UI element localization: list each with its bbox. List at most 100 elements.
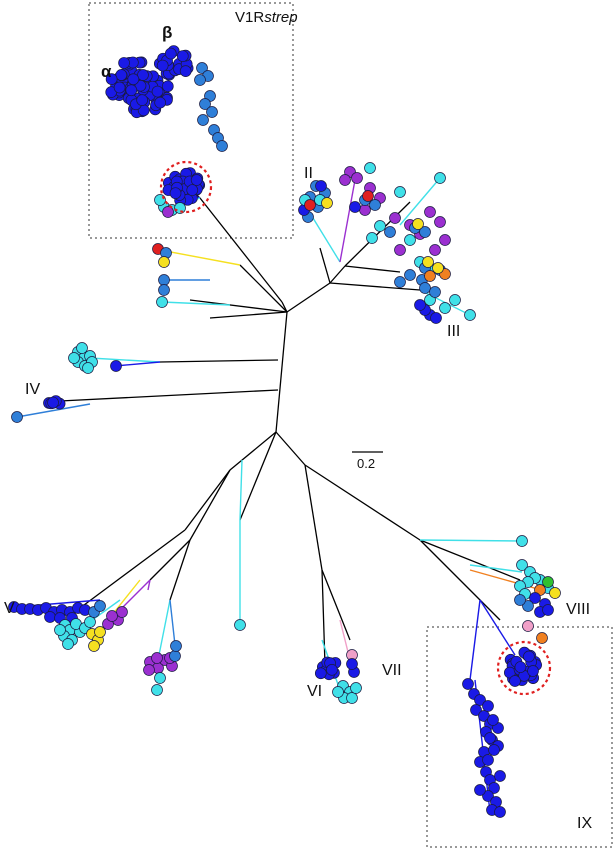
leaf-node-clade-ii bbox=[339, 174, 351, 186]
leaf-node-clade-v bbox=[170, 640, 182, 652]
leaf-node-clade-v bbox=[143, 664, 155, 676]
leaf-node-clade-ix bbox=[488, 782, 500, 794]
leaf-node-clade-ix bbox=[470, 704, 482, 716]
leaf-node-clade-v bbox=[116, 606, 128, 618]
leaf-node-beta-light bbox=[196, 62, 208, 74]
leaf-node-clade-vi bbox=[332, 686, 344, 698]
leaf-node-clade-ix bbox=[474, 694, 486, 706]
leaf-node-clade-v bbox=[94, 600, 106, 612]
leaf-node-clade-v bbox=[154, 672, 166, 684]
leaf-node-clade-v bbox=[169, 650, 181, 662]
leaf-node-highlight-ix bbox=[514, 661, 527, 673]
leaf-node-clade-iv bbox=[76, 342, 88, 354]
leaf-node-clade-v bbox=[151, 684, 163, 696]
leaf-node-clade-iv bbox=[110, 360, 122, 372]
leaf-node-clade-vi bbox=[326, 664, 338, 676]
leaf-node-clade-ii bbox=[315, 180, 327, 192]
leaf-node-cyan bbox=[174, 202, 186, 214]
clade-label-iii: III bbox=[447, 323, 460, 340]
leaf-node-clade-viii bbox=[542, 604, 554, 616]
leaf-node-clade-ix bbox=[462, 678, 474, 690]
leaf-node-clade-vii bbox=[346, 658, 358, 670]
leaf-node-beta-light bbox=[199, 98, 211, 110]
leaf-node-clade-ii bbox=[419, 226, 431, 238]
clade-label-viii: VIII bbox=[566, 601, 590, 618]
leaf-node-clade-ii bbox=[434, 216, 446, 228]
leaf-node-beta bbox=[176, 50, 189, 62]
subfamily-label-alpha: α bbox=[101, 62, 112, 81]
leaf-node-clade-vi bbox=[314, 667, 327, 680]
leaf-node-alpha bbox=[118, 57, 130, 69]
leaf-node-clade-iii bbox=[430, 312, 442, 324]
leaf-node-clade-ii bbox=[412, 218, 424, 230]
leaf-node-clade-v bbox=[88, 640, 100, 652]
leaf-node-clade-iii bbox=[424, 270, 436, 282]
leaf-branches bbox=[14, 177, 553, 813]
inset-box-v1rstrep bbox=[88, 2, 294, 239]
clade-label-ii: II bbox=[304, 165, 313, 182]
leaf-node-clade-ii bbox=[359, 204, 371, 216]
leaf-node-clade-ii bbox=[304, 199, 316, 211]
leaf-node-alpha bbox=[136, 94, 148, 106]
leaf-node-clade-ii bbox=[349, 201, 361, 213]
leaf-node-clade-iii bbox=[419, 282, 431, 294]
leaf-node-clade-ii bbox=[394, 186, 406, 198]
leaf-node-clade-ii bbox=[369, 199, 381, 211]
subfamily-label-beta: β bbox=[162, 23, 172, 42]
leaf-node-blue bbox=[158, 284, 170, 296]
leaf-node-clade-ii bbox=[404, 234, 416, 246]
highlight-circle-ix bbox=[496, 640, 552, 696]
leaf-node-beta-light bbox=[216, 140, 228, 152]
leaf-node-clade-iii bbox=[429, 286, 441, 298]
leaf-node-clade-viii bbox=[522, 600, 534, 612]
scale-bar-label: 0.2 bbox=[357, 456, 375, 471]
leaf-node-blue bbox=[158, 274, 170, 286]
leaf-node-beta bbox=[164, 47, 177, 60]
leaf-node-clade-v bbox=[84, 616, 96, 628]
leaf-node-clade-viii bbox=[516, 535, 528, 547]
leaf-node-alpha bbox=[154, 96, 166, 109]
highlight-circle-top bbox=[159, 160, 213, 214]
leaf-node-clade-ii bbox=[429, 244, 441, 256]
leaf-node-clade-ii bbox=[389, 212, 401, 224]
leaf-node-clade-v bbox=[94, 626, 106, 638]
leaf-node-clade-ix bbox=[482, 790, 494, 802]
leaf-node-clade-iii bbox=[439, 302, 451, 314]
leaf-node-clade-ix bbox=[487, 714, 499, 726]
leaf-nodes bbox=[8, 45, 561, 818]
leaf-node-clade-ix bbox=[494, 806, 506, 818]
leaf-node-cyan bbox=[156, 296, 168, 308]
leaf-node-beta bbox=[156, 59, 169, 72]
leaf-node-beta-light bbox=[194, 74, 206, 86]
leaf-node-clade-vi bbox=[346, 692, 358, 704]
leaf-node-beta-light bbox=[206, 106, 218, 118]
leaf-node-clade-ii bbox=[362, 190, 374, 202]
leaf-node-beta bbox=[179, 65, 192, 77]
leaf-node-highlight-ix bbox=[523, 650, 535, 663]
leaf-node-clade-iv bbox=[82, 362, 94, 374]
tree-backbone bbox=[59, 184, 521, 666]
leaf-node-clade-ix bbox=[482, 754, 494, 766]
leaf-node-clade-ii bbox=[424, 206, 436, 218]
leaf-node-clade-ix bbox=[494, 770, 506, 782]
leaf-node-highlight-ix bbox=[527, 665, 539, 677]
leaf-node-alpha bbox=[125, 84, 138, 97]
leaf-node-clade-v bbox=[54, 624, 66, 636]
leaf-node-clade-ii bbox=[351, 172, 363, 184]
leaf-node-clade-vi bbox=[350, 682, 362, 694]
leaf-node-alpha bbox=[113, 81, 126, 94]
leaf-node-clade-v bbox=[44, 611, 56, 623]
leaf-node-clade-iv bbox=[47, 396, 59, 409]
leaf-node-clade-iii bbox=[464, 309, 476, 321]
leaf-node-clade-iv bbox=[68, 352, 80, 364]
leaf-node-highlight-ix bbox=[509, 675, 521, 687]
leaf-node-clade-iii bbox=[404, 269, 416, 281]
leaf-node-highlight-top bbox=[169, 187, 182, 200]
leaf-node-clade-v bbox=[106, 610, 118, 622]
leaf-node-clade-iii bbox=[394, 276, 406, 288]
leaf-node-clade-viii bbox=[522, 620, 534, 632]
leaf-node-clade-ix bbox=[482, 700, 494, 712]
leaf-node-clade-viii bbox=[529, 592, 541, 604]
leaf-node-clade-ii bbox=[439, 234, 451, 246]
leaf-node-clade-viii bbox=[514, 594, 526, 606]
